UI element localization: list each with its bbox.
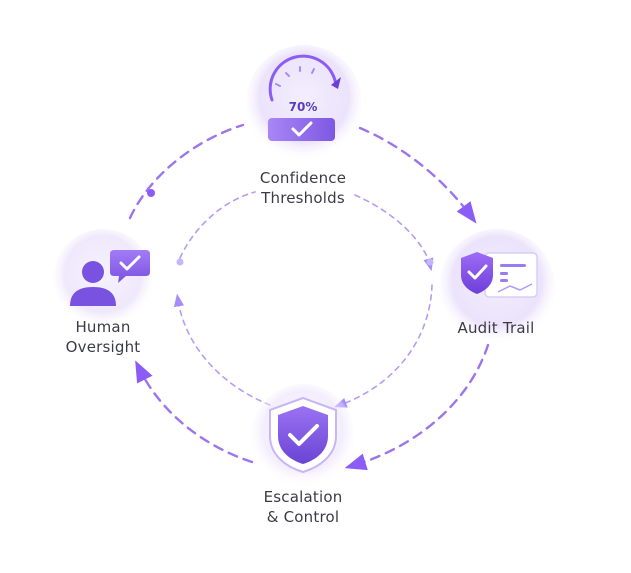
outer-arc-bottom-left (135, 360, 254, 464)
node-escalation-control (251, 384, 355, 488)
gauge-value: 70% (289, 100, 318, 114)
inner-ring (173, 191, 434, 408)
node-human-oversight (53, 229, 153, 329)
node-audit-trail (439, 229, 555, 345)
outer-dot-left-top (147, 189, 155, 197)
gauge-pointer-icon (331, 77, 341, 89)
inner-arc-right-lower (333, 284, 433, 408)
inner-arc-right-upper (354, 194, 434, 272)
inner-arc-left-lower (173, 293, 271, 406)
inner-dot-left (176, 258, 184, 266)
audit-shield-icon (461, 252, 493, 294)
label-human-oversight: Human Oversight (65, 318, 141, 356)
threshold-bar (268, 118, 335, 141)
label-confidence-thresholds: Confidence Thresholds (259, 169, 347, 207)
node-confidence-thresholds: 70% (246, 45, 362, 161)
outer-arc-right-bottom (344, 343, 490, 471)
threshold-check-icon (291, 121, 313, 137)
outer-arc-left-top (128, 123, 245, 220)
inner-dot-right (426, 258, 434, 266)
inner-arc-left-upper (179, 191, 256, 259)
gauge-arc (268, 54, 338, 102)
outer-arc-top-right (358, 126, 477, 224)
audit-trend-icon (497, 283, 533, 293)
audit-check-icon (467, 264, 488, 280)
audit-line-1 (500, 264, 526, 267)
person-icon (70, 287, 116, 306)
outer-ring (128, 123, 490, 471)
audit-line-2 (500, 272, 508, 275)
escalation-shield-icon (278, 406, 328, 464)
node-halo-left (53, 229, 153, 329)
label-audit-trail: Audit Trail (457, 319, 535, 337)
person-head-icon (82, 261, 104, 283)
audit-line-3 (500, 279, 508, 282)
gauge-ticks (275, 66, 315, 87)
escalation-check-icon (288, 424, 319, 446)
speech-check-icon (119, 255, 141, 271)
label-escalation-control: Escalation & Control (263, 488, 343, 526)
